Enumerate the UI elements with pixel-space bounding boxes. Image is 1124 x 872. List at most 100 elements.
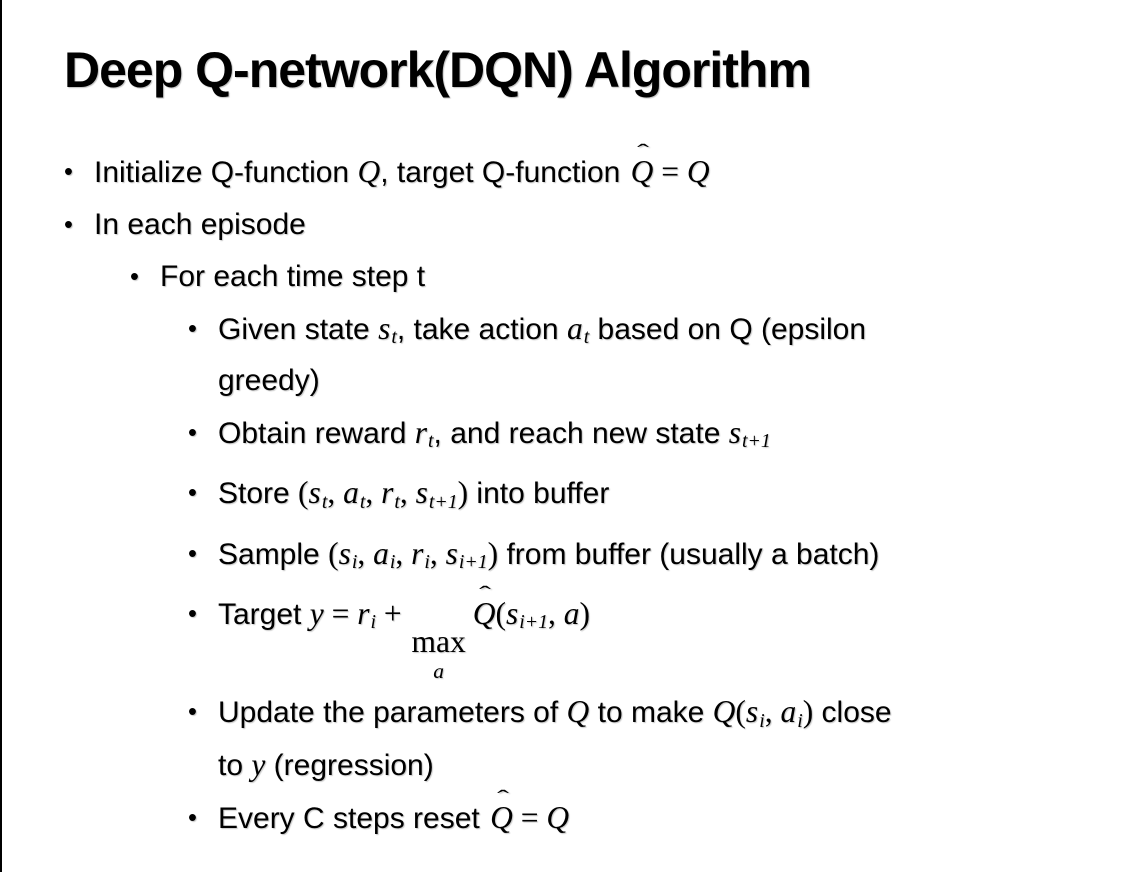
- math-subscript: t: [321, 490, 328, 513]
- text-run: Store: [218, 477, 299, 511]
- math-var: a: [566, 310, 583, 346]
- math-subscript: i: [370, 611, 376, 634]
- text-run: For each time step t: [160, 259, 426, 293]
- math-var: r: [411, 535, 424, 571]
- math-operator: ): [579, 595, 591, 631]
- math-operator: (: [495, 595, 506, 631]
- math-operator: ): [487, 535, 499, 571]
- math-operator: ,: [548, 595, 564, 631]
- math-var: Q: [472, 595, 496, 631]
- bullet-item: • Store (st, at, rt, st+1) into buffer: [64, 471, 1094, 523]
- bullet-item: •Given state st, take action at based on…: [64, 307, 1094, 403]
- bullet-marker-icon: •: [188, 479, 197, 508]
- bullet-marker-icon: •: [130, 262, 139, 291]
- math-var: s: [338, 535, 351, 571]
- text-run: to: [218, 748, 252, 782]
- math-var: Q: [686, 153, 710, 189]
- math-var: r: [357, 595, 370, 631]
- bullet-marker-icon: •: [188, 599, 197, 628]
- bullet-marker-icon: •: [64, 210, 73, 239]
- math-subscript: i: [759, 709, 765, 732]
- math-var: s: [445, 535, 458, 571]
- math-var: s: [378, 310, 391, 346]
- hat-accent-icon: ˆ: [637, 138, 650, 164]
- bullet-text: Store (st, at, rt, st+1) into buffer: [218, 471, 1094, 523]
- text-run: greedy): [218, 363, 320, 397]
- bullet-marker-icon: •: [188, 803, 197, 832]
- math-operator: ,: [365, 475, 382, 511]
- text-run: (regression): [265, 748, 434, 782]
- math-subscript: t: [359, 490, 366, 513]
- math-var: Q: [546, 799, 570, 835]
- bullet-item: • Sample (si, ai, ri, si+1) from buffer (…: [64, 532, 1094, 584]
- bullet-item: • For each time step t: [64, 255, 1094, 299]
- bullet-list: •Initialize Q-function Q, target Q-funct…: [64, 140, 1094, 841]
- text-run: , target Q-function: [380, 155, 629, 189]
- math-subscript: t+1: [741, 430, 771, 453]
- math-subscript: i: [389, 550, 396, 573]
- bullet-text: In each episode: [94, 203, 1094, 247]
- bullet-text: Sample (si, ai, ri, si+1) from buffer (u…: [218, 532, 1094, 584]
- math-var: Q: [357, 153, 381, 189]
- math-var: r: [414, 414, 428, 450]
- math-var: a: [373, 535, 389, 571]
- math-var: r: [381, 475, 394, 511]
- math-operator: ,: [764, 694, 781, 730]
- math-subscript: t: [583, 325, 590, 348]
- hat-accent-icon: ˆ: [479, 581, 492, 607]
- math-operator: (: [735, 694, 746, 730]
- bullet-text: Initialize Q-function Q, target Q-functi…: [94, 140, 1094, 195]
- math-operator: ): [802, 694, 814, 730]
- bullet-marker-icon: •: [64, 157, 73, 186]
- math-subscript: i+1: [519, 611, 548, 634]
- text-run: Target: [218, 597, 310, 631]
- math-operator: =: [512, 799, 547, 835]
- math-subscript: t: [391, 325, 397, 348]
- text-run: Given state: [218, 312, 379, 346]
- bullet-item: •Initialize Q-function Q, target Q-funct…: [64, 140, 1094, 195]
- math-subscript: t: [428, 430, 434, 453]
- text-run: In each episode: [94, 207, 306, 241]
- math-var: Q: [566, 694, 590, 730]
- math-subscript: i: [424, 550, 430, 573]
- text-run: , and reach new state: [433, 416, 729, 450]
- math-var: s: [745, 694, 759, 730]
- math-var: y: [309, 595, 324, 631]
- slide-left-border: [0, 0, 2, 872]
- math-operator: =: [323, 595, 358, 631]
- bullet-marker-icon: •: [188, 314, 197, 343]
- math-var: Q: [490, 799, 513, 835]
- math-operator: +: [375, 595, 410, 631]
- math-subscript: i: [797, 709, 803, 732]
- max-operator-variable: a: [433, 658, 445, 683]
- bullet-marker-icon: •: [188, 539, 197, 568]
- bullet-marker-icon: •: [188, 418, 197, 447]
- text-run: Initialize Q-function: [94, 155, 358, 189]
- math-operator: ,: [399, 475, 416, 511]
- math-operator: (: [328, 535, 339, 571]
- math-operator: =: [653, 153, 687, 189]
- math-var: s: [728, 414, 741, 450]
- math-var: s: [505, 595, 519, 631]
- math-operator: ,: [429, 535, 446, 571]
- math-operator: (: [298, 475, 309, 511]
- slide: Deep Q-network(DQN) Algorithm • Initializ…: [64, 42, 1094, 841]
- text-run: , take action: [396, 312, 567, 346]
- text-run: close: [813, 696, 892, 730]
- text-run: from buffer (usually a batch): [498, 537, 880, 571]
- math-var: a: [780, 694, 797, 730]
- math-subscript: t: [394, 490, 400, 513]
- math-operator: ,: [327, 475, 344, 511]
- math-var: a: [343, 475, 359, 511]
- slide-title: Deep Q-network(DQN) Algorithm: [64, 42, 812, 98]
- math-operator: ): [457, 475, 469, 511]
- bullet-text: Update the parameters of Q to make Q(si,…: [218, 690, 1094, 787]
- text-run: Sample: [218, 537, 329, 571]
